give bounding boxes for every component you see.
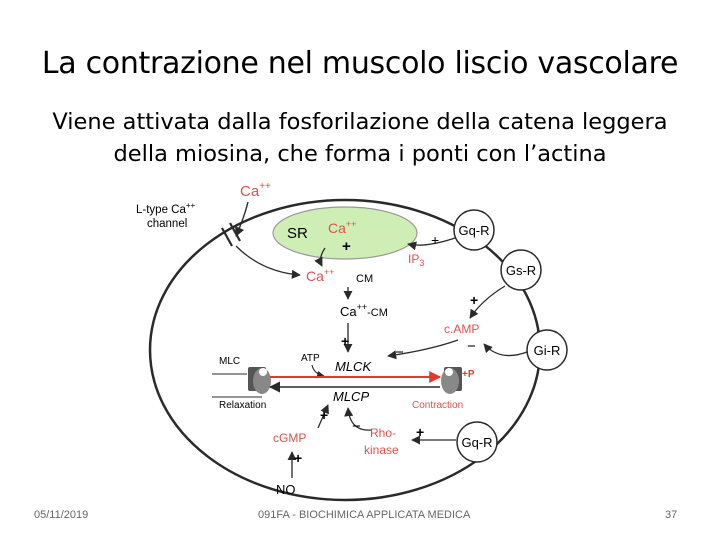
- gq-r-bottom-label: Gq-R: [461, 435, 492, 450]
- no-label: NO: [276, 482, 296, 497]
- mlc-label: MLC: [219, 356, 240, 367]
- gs-camp-plus: +: [470, 292, 478, 308]
- cgmp-label: cGMP: [273, 431, 306, 445]
- l-type-channel-label: L-type Ca++: [136, 201, 196, 216]
- rho-kinase-line2: kinase: [364, 443, 399, 457]
- camp-label: c.AMP: [444, 322, 479, 336]
- myosin-head-relaxed-icon: [248, 367, 271, 394]
- atp-curve-arrow: [312, 365, 324, 376]
- gq-rho-plus: +: [416, 424, 424, 440]
- ca-influx-arrow: [236, 202, 248, 236]
- channel-word: channel: [147, 218, 187, 230]
- cacm-mlck-plus: +: [341, 333, 349, 349]
- sr-label: SR: [287, 225, 308, 242]
- atp-label: ATP: [301, 353, 320, 364]
- rho-kinase-line1: Rho-: [370, 426, 396, 440]
- gi-r-label: Gi-R: [534, 343, 561, 358]
- cgmp-mlcp-plus: +: [320, 407, 328, 423]
- sr-plus: +: [342, 238, 351, 255]
- gq-r-top-label: Gq-R: [458, 223, 489, 238]
- ca-cm-complex: Ca++-CM: [340, 302, 388, 319]
- contraction-label: Contraction: [412, 400, 463, 411]
- no-cgmp-plus: +: [294, 450, 302, 466]
- mlck-label: MLCK: [335, 359, 372, 374]
- gi-camp-minus: −: [467, 338, 476, 355]
- myosin-head-phosphorylated-icon: [441, 367, 462, 394]
- camp-mlck-minus: −: [395, 344, 404, 361]
- phosphate-label: +P: [462, 369, 475, 380]
- gi-inhibit-camp-arrow: [484, 344, 527, 356]
- footer-date: 05/11/2019: [34, 509, 88, 521]
- gs-r-label: Gs-R: [506, 263, 536, 278]
- rho-mlcp-minus: −: [352, 418, 361, 435]
- ip3-plus: +: [431, 232, 439, 248]
- ca-cm-free-cm: CM: [356, 273, 373, 285]
- extracellular-ca-label: Ca++: [240, 181, 271, 200]
- ip3-label: IP3: [408, 252, 424, 268]
- footer-course: 091FA - BIOCHIMICA APPLICATA MEDICA: [258, 509, 470, 521]
- mlcp-label: MLCP: [333, 389, 369, 404]
- footer-page-number: 37: [665, 509, 677, 521]
- relaxation-label: Relaxation: [219, 400, 266, 411]
- ca-cm-free-ca: Ca++: [306, 267, 334, 284]
